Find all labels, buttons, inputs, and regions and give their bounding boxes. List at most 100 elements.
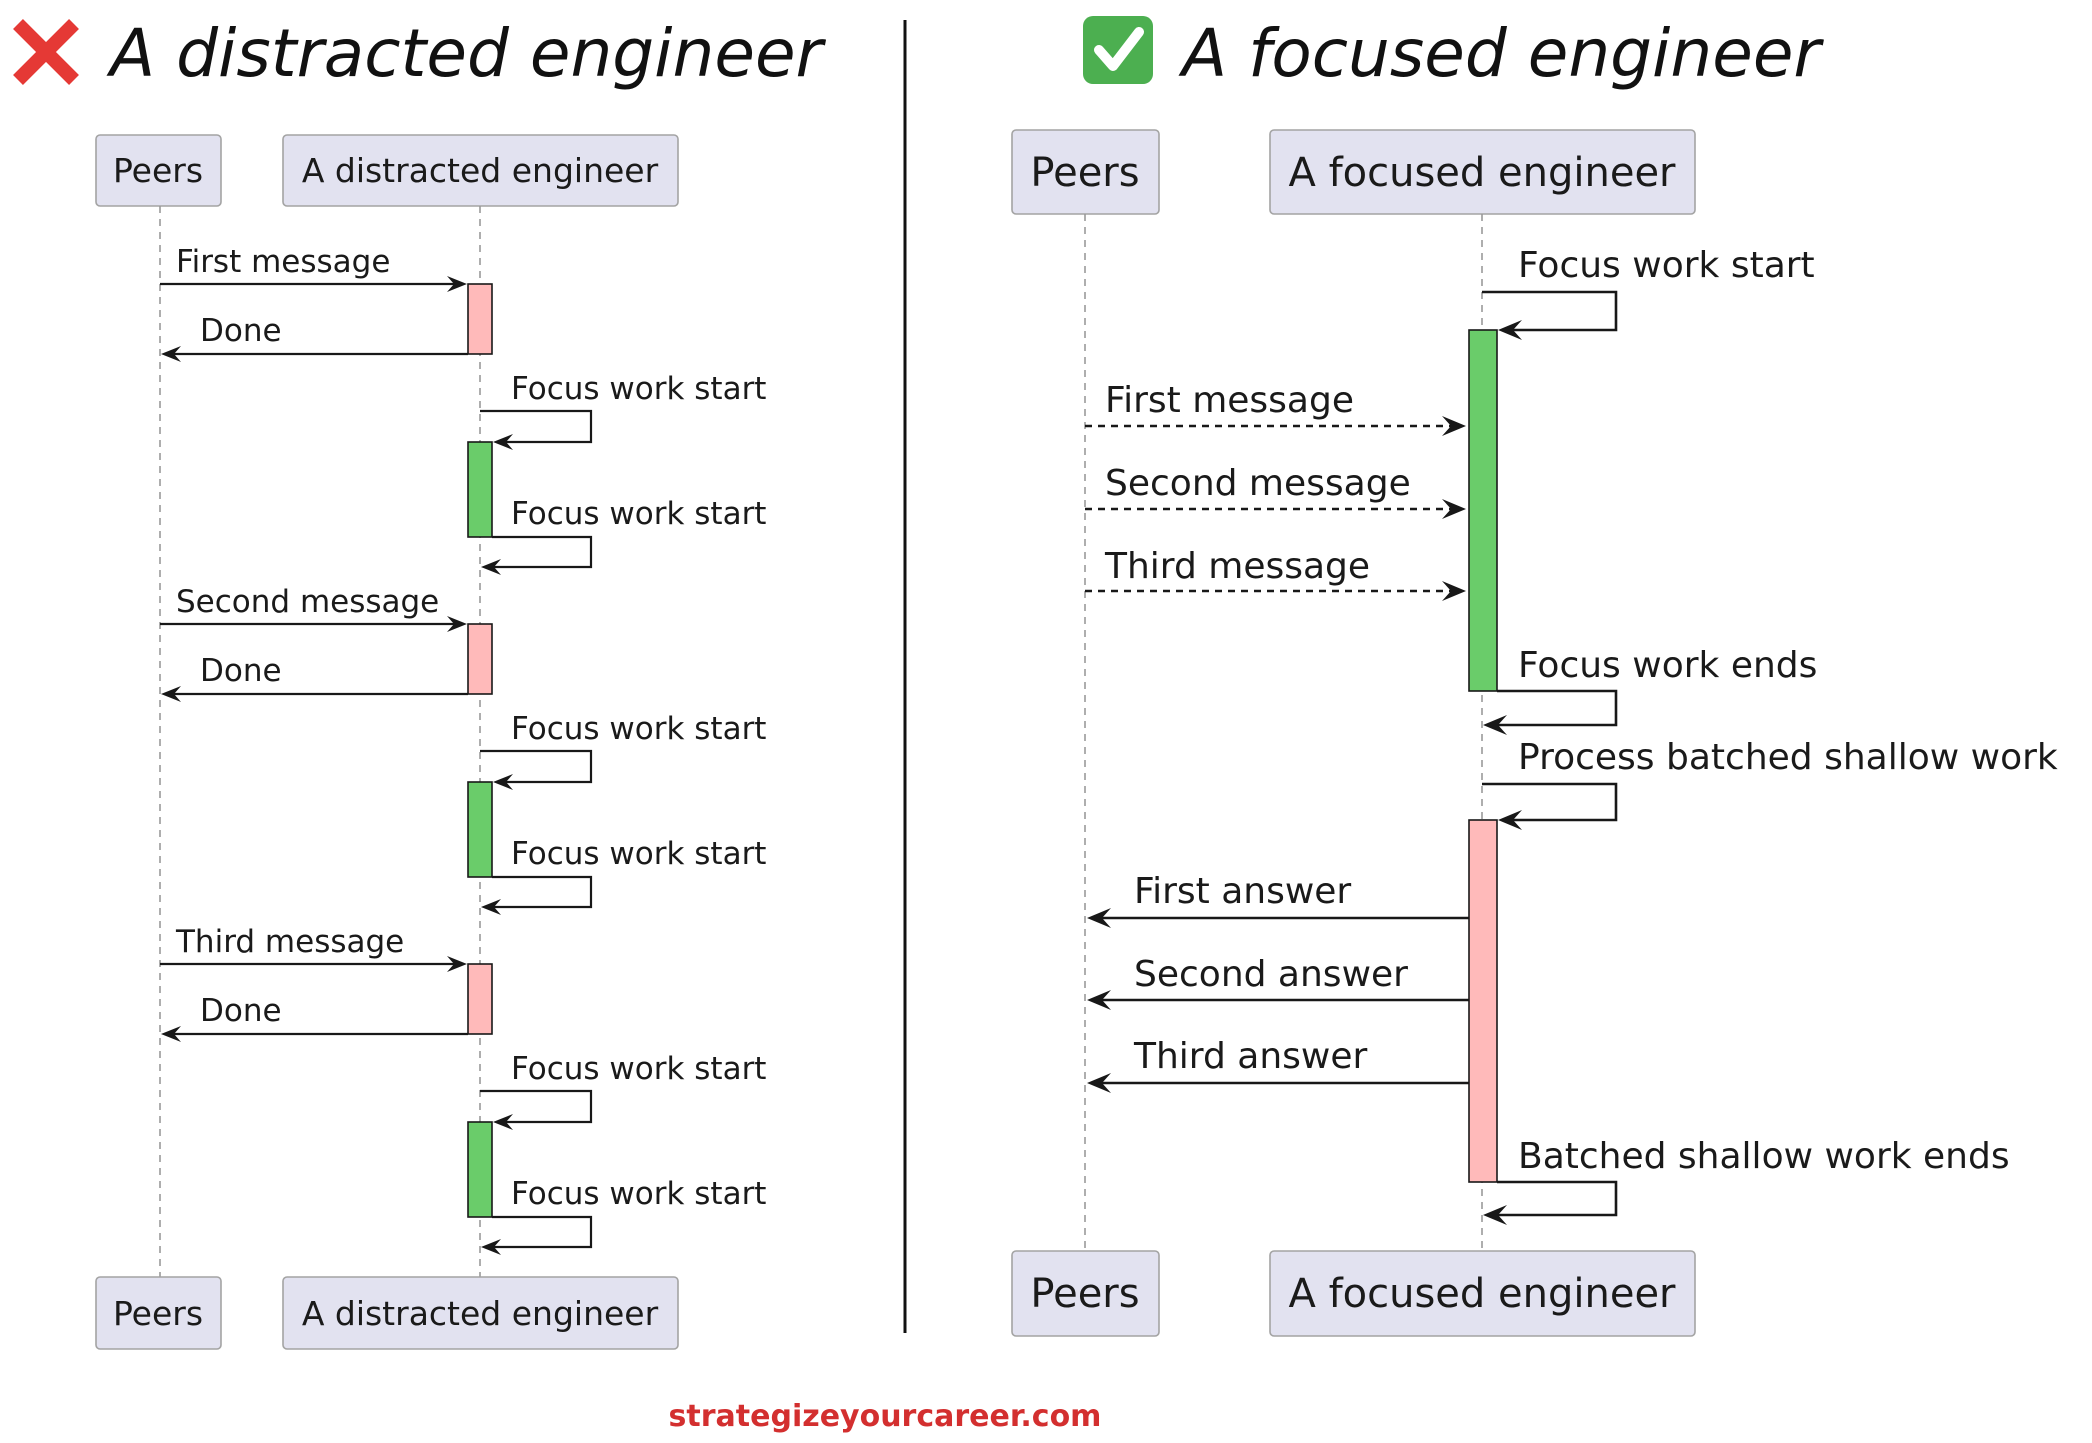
participant-box-peers-top	[95, 134, 222, 207]
self-message-arrow-line	[488, 535, 593, 569]
arrowhead	[1483, 1205, 1507, 1225]
message-label: Done	[200, 653, 282, 689]
message-second-answer: Second answer	[1087, 954, 1469, 1010]
message-label: Second message	[1105, 463, 1411, 504]
self-message-focus-work-start-5: Focus work start	[480, 1051, 766, 1130]
self-message-arrow-line	[488, 875, 593, 909]
self-message-focus-work-start-3: Focus work start	[480, 711, 766, 790]
activation-shallow-work-1	[467, 283, 493, 355]
arrowhead	[481, 1239, 501, 1255]
participant-box-peers-bottom	[1011, 1250, 1160, 1337]
right-panel-title: A focused engineer	[1178, 15, 1824, 92]
self-message-focus-work-start-1: Focus work start	[480, 371, 766, 450]
message-third-answer: Third answer	[1087, 1036, 1469, 1093]
message-label: Focus work start	[1518, 245, 1815, 286]
cross-mark-icon	[13, 19, 79, 85]
arrowhead	[1087, 990, 1111, 1010]
arrowhead	[447, 956, 467, 972]
footer-website-text: strategizeyourcareer.com	[669, 1399, 1102, 1434]
participant-label-focused-engineer-top: A focused engineer	[1288, 150, 1676, 196]
message-label: Third message	[175, 924, 404, 960]
message-label: Third message	[1104, 546, 1370, 587]
message-second-message: Second message	[1085, 463, 1466, 519]
self-message-focus-work-start-2: Focus work start	[481, 496, 766, 575]
activation-shallow-work-3	[467, 963, 493, 1035]
message-label: Focus work start	[511, 1051, 766, 1087]
arrowhead	[1442, 416, 1466, 436]
arrowhead	[161, 1026, 181, 1042]
message-done-3: Done	[161, 993, 468, 1042]
footer-website: strategizeyourcareer.com	[669, 1399, 1102, 1434]
self-message-focus-work-start-4: Focus work start	[481, 836, 766, 915]
arrowhead	[447, 616, 467, 632]
self-message-batched-shallow-work-ends: Batched shallow work ends	[1483, 1136, 2010, 1225]
participant-box-distracted-engineer-bottom	[282, 1276, 679, 1350]
message-label: Focus work start	[511, 371, 766, 407]
arrowhead	[447, 276, 467, 292]
self-message-focus-work-ends: Focus work ends	[1483, 645, 1817, 735]
message-first-message: First message	[160, 244, 467, 292]
distracted-engineer-panel: A distracted engineer Peers A distracted…	[13, 15, 827, 1350]
participant-label-distracted-engineer-bottom: A distracted engineer	[302, 1294, 659, 1333]
self-message-arrow-line	[1482, 290, 1618, 332]
message-label: Process batched shallow work	[1518, 737, 2058, 778]
message-done-2: Done	[161, 653, 468, 702]
message-label: Second message	[176, 584, 439, 620]
message-label: Third answer	[1133, 1036, 1367, 1077]
check-mark-icon	[1083, 16, 1153, 84]
self-message-arrow-line	[488, 1215, 593, 1249]
message-label: Done	[200, 993, 282, 1029]
activation-focus-work	[1468, 329, 1498, 692]
message-label: Focus work start	[511, 1176, 766, 1212]
self-message-arrow-line	[480, 749, 593, 784]
message-first-message: First message	[1085, 380, 1466, 436]
message-first-answer: First answer	[1087, 871, 1469, 928]
arrowhead	[493, 774, 513, 790]
activation-focus-work-3	[467, 1121, 493, 1218]
message-label: Focus work start	[511, 836, 766, 872]
activation-shallow-work-2	[467, 623, 493, 695]
check-mark-box	[1083, 16, 1153, 84]
arrowhead	[493, 434, 513, 450]
arrowhead	[1442, 499, 1466, 519]
message-label: Batched shallow work ends	[1518, 1136, 2010, 1177]
participant-label-distracted-engineer-top: A distracted engineer	[302, 151, 659, 190]
self-message-arrow-line	[480, 1089, 593, 1124]
message-label: First message	[1105, 380, 1354, 421]
focused-engineer-panel: A focused engineer Peers A focused engin…	[1011, 15, 2058, 1337]
self-message-arrow-line	[480, 409, 593, 444]
activation-shallow-work	[1468, 819, 1498, 1183]
message-label: Focus work start	[511, 496, 766, 532]
self-message-focus-work-start: Focus work start	[1482, 245, 1815, 340]
arrowhead	[493, 1114, 513, 1130]
arrowhead	[1087, 1073, 1111, 1093]
activation-focus-work-1	[467, 441, 493, 538]
message-done-1: Done	[161, 313, 468, 362]
self-message-arrow-line	[1491, 1180, 1618, 1217]
arrowhead	[1498, 320, 1522, 340]
arrowhead	[481, 559, 501, 575]
message-label: First message	[176, 244, 390, 280]
self-message-arrow-line	[1491, 689, 1618, 727]
arrowhead	[1483, 715, 1507, 735]
message-label: First answer	[1134, 871, 1351, 912]
arrowhead	[161, 686, 181, 702]
arrowhead	[1498, 810, 1522, 830]
self-message-arrow-line	[1482, 782, 1618, 822]
message-second-message: Second message	[160, 584, 467, 632]
message-label: Second answer	[1134, 954, 1408, 995]
participant-box-focused-engineer-bottom	[1269, 1250, 1696, 1337]
cross-mark-stroke-b	[13, 19, 79, 85]
message-third-message: Third message	[160, 924, 467, 972]
participant-label-peers-top: Peers	[1030, 150, 1139, 196]
message-label: Done	[200, 313, 282, 349]
self-message-process-batched-shallow-work: Process batched shallow work	[1482, 737, 2058, 830]
check-mark-tick	[1094, 27, 1144, 71]
arrowhead	[161, 346, 181, 362]
left-panel-title: A distracted engineer	[106, 15, 827, 92]
participant-label-peers-bottom: Peers	[113, 1294, 203, 1333]
participant-label-peers-top: Peers	[113, 151, 203, 190]
message-label: Focus work ends	[1518, 645, 1817, 686]
message-third-message: Third message	[1085, 546, 1466, 601]
